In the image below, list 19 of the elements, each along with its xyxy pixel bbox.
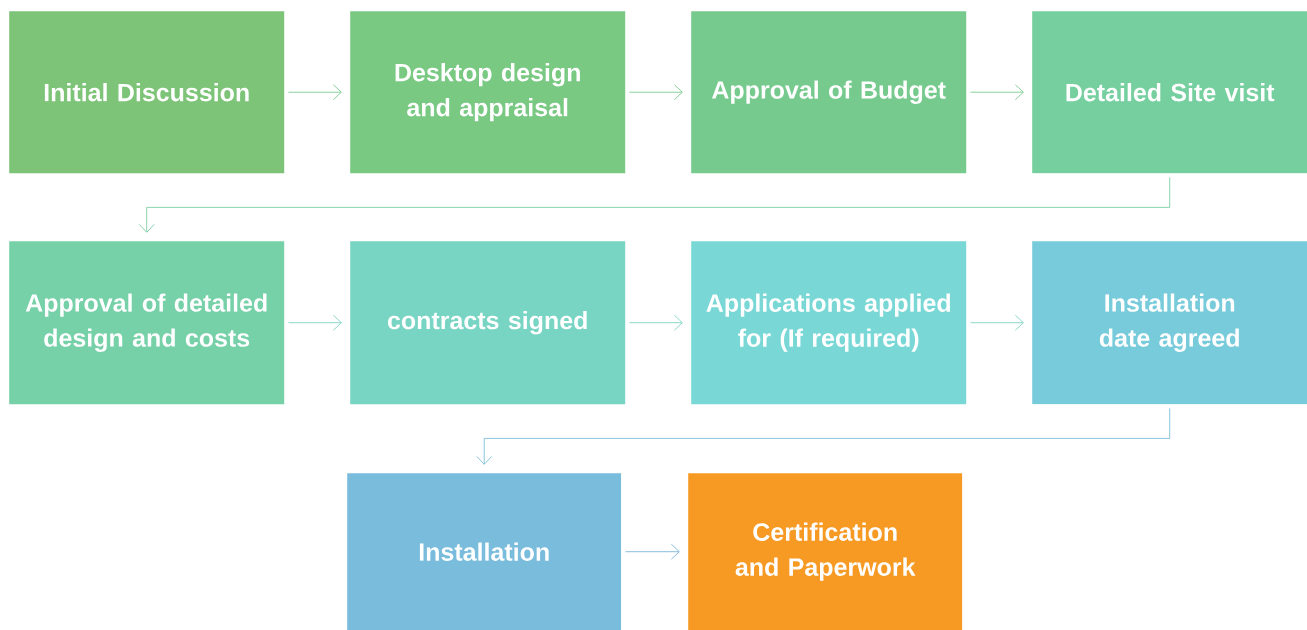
arrow — [287, 314, 342, 331]
process-box: Installation — [347, 473, 622, 630]
process-box: Desktop design and appraisal — [350, 11, 626, 174]
process-box: Certification and Paperwork — [688, 473, 963, 630]
process-box: Initial Discussion — [9, 11, 285, 174]
process-box: Applications applied for (If required) — [691, 241, 967, 405]
process-box: Detailed Site visit — [1032, 11, 1307, 174]
arrow — [624, 543, 680, 560]
process-box: Approval of detailed design and costs — [9, 241, 285, 405]
arrow — [476, 407, 1171, 465]
arrow — [287, 84, 342, 101]
process-box: Installation date agreed — [1032, 241, 1307, 405]
arrow — [969, 314, 1024, 331]
arrow — [628, 84, 683, 101]
arrow — [138, 176, 1171, 233]
process-box: contracts signed — [350, 241, 626, 405]
arrow — [969, 84, 1024, 101]
arrow — [628, 314, 683, 331]
process-box: Approval of Budget — [691, 11, 967, 174]
